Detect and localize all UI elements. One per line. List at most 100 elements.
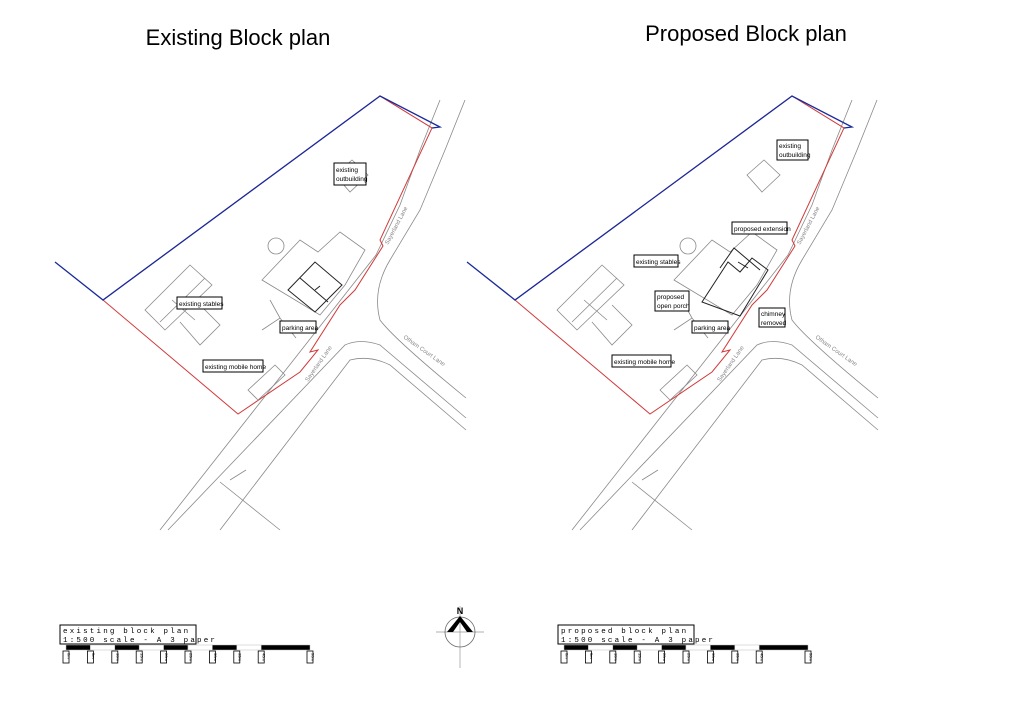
scale-segment <box>710 644 736 651</box>
label-existing-outbuilding: existing outbuilding <box>333 162 368 186</box>
svg-text:proposed extension: proposed extension <box>734 226 791 233</box>
svg-text:parking area: parking area <box>282 325 319 332</box>
scale-tick-box <box>160 650 168 664</box>
scale-segment <box>163 644 189 651</box>
label-existing-stables: existing stables <box>176 296 224 310</box>
scale-tick-label: 40m <box>760 653 765 661</box>
svg-text:existing: existing <box>336 167 358 174</box>
scale-tick-label: 20m <box>662 653 667 661</box>
scale-segment <box>636 644 662 651</box>
scale-tick-box <box>585 650 592 664</box>
scale-tick-box <box>755 650 763 664</box>
scale-segment <box>236 644 262 651</box>
scale-segment <box>65 644 91 651</box>
scale-tick-box <box>62 650 70 664</box>
scale-segment <box>758 644 809 651</box>
scale-tick-box <box>111 650 119 664</box>
scale-segment <box>90 644 116 651</box>
scale-tick-box <box>658 650 665 664</box>
label-proposed-open-porch: proposed open porch <box>654 290 690 312</box>
svg-text:outbuilding: outbuilding <box>336 176 368 183</box>
scale-segment <box>661 644 687 651</box>
scale-tick-box <box>804 650 812 664</box>
label-parking-area-proposed: parking area <box>691 320 731 334</box>
existing-house <box>287 261 343 313</box>
scale-tick-box <box>257 650 265 664</box>
label-parking-area: parking area <box>279 320 319 334</box>
svg-text:1:500 scale - A 3 paper: 1:500 scale - A 3 paper <box>63 637 217 645</box>
scale-tick-label: 0m <box>565 653 570 659</box>
road-label-sayerland-lower: Sayerland Lane <box>305 345 334 383</box>
scale-tick-box <box>560 650 568 664</box>
scale-tick-box <box>682 650 690 664</box>
svg-text:existing: existing <box>779 143 801 150</box>
north-arrow: N <box>436 606 484 668</box>
scale-tick-box <box>233 650 241 664</box>
scale-segment <box>187 644 213 651</box>
existing-title: Existing Block plan <box>146 25 331 50</box>
label-existing-mobile-home-proposed: existing mobile home <box>611 354 675 368</box>
label-proposed-extension: proposed extension <box>731 221 791 235</box>
scale-tick-label: 10m <box>613 653 618 661</box>
scale-segment <box>588 644 614 651</box>
scale-segment <box>563 644 589 651</box>
svg-text:existing stables: existing stables <box>636 259 681 266</box>
scale-tick-box <box>208 650 216 664</box>
svg-text:N: N <box>457 606 464 616</box>
scale-tick-box <box>184 650 192 664</box>
svg-text:proposed block plan: proposed block plan <box>561 628 688 636</box>
scale-tick-label: 35m <box>735 653 740 661</box>
svg-text:existing stables: existing stables <box>179 301 224 308</box>
label-existing-outbuilding-proposed: existing outbuilding <box>776 139 811 161</box>
svg-text:proposed: proposed <box>657 294 684 301</box>
scale-tick-label: 50m <box>809 653 814 661</box>
svg-text:removed: removed <box>761 320 787 327</box>
svg-text:parking area: parking area <box>694 325 731 332</box>
scale-tick-box <box>707 650 714 664</box>
scale-tick-box <box>135 650 143 664</box>
scale-segment <box>612 644 638 651</box>
proposed-block-plan: Proposed Block plan existing outbuilding… <box>466 21 879 531</box>
scale-tick-box <box>609 650 617 664</box>
scale-bar-existing: existing block plan 1:500 scale - A 3 pa… <box>59 624 316 664</box>
scale-tick-label: 20m <box>164 653 169 661</box>
scale-tick-label: 40m <box>262 653 267 661</box>
scale-tick-label: 30m <box>213 653 218 661</box>
scale-tick-box <box>633 650 641 664</box>
proposed-house <box>701 247 769 317</box>
scale-tick-label: 15m <box>140 653 145 661</box>
scale-tick-label: 5m <box>91 653 96 659</box>
scale-tick-label: 50m <box>311 653 316 661</box>
svg-text:1:500 scale - A 3 paper: 1:500 scale - A 3 paper <box>561 637 715 645</box>
svg-text:existing block plan: existing block plan <box>63 628 190 636</box>
scale-segment <box>114 644 140 651</box>
scale-segment <box>260 644 311 651</box>
label-chimney-removed: chimney removed <box>758 307 787 328</box>
scale-segment <box>734 644 760 651</box>
scale-tick-box <box>306 650 314 664</box>
proposed-title: Proposed Block plan <box>645 21 847 46</box>
svg-text:existing mobile home: existing mobile home <box>205 364 266 371</box>
svg-text:outbuilding: outbuilding <box>779 152 811 159</box>
scale-tick-label: 35m <box>237 653 242 661</box>
scale-tick-label: 30m <box>711 653 716 661</box>
scale-tick-label: 10m <box>115 653 120 661</box>
scale-tick-box <box>87 650 94 664</box>
scale-tick-label: 5m <box>589 653 594 659</box>
road-label-sayerland-lower-proposed: Sayerland Lane <box>717 345 746 383</box>
svg-text:open porch: open porch <box>657 303 690 310</box>
scale-bar-proposed: proposed block plan 1:500 scale - A 3 pa… <box>557 624 814 664</box>
scale-tick-label: 25m <box>687 653 692 661</box>
north-arrow-icon <box>447 616 473 632</box>
scale-tick-label: 25m <box>189 653 194 661</box>
svg-text:chimney: chimney <box>761 311 786 318</box>
scale-tick-label: 0m <box>67 653 72 659</box>
scale-tick-label: 15m <box>638 653 643 661</box>
label-existing-mobile-home: existing mobile home <box>202 359 266 373</box>
label-existing-stables-proposed: existing stables <box>633 254 681 268</box>
scale-segment <box>212 644 238 651</box>
existing-block-plan: Existing Block plan existing outbuilding… <box>54 25 467 531</box>
scale-segment <box>138 644 164 651</box>
scale-segment <box>685 644 711 651</box>
